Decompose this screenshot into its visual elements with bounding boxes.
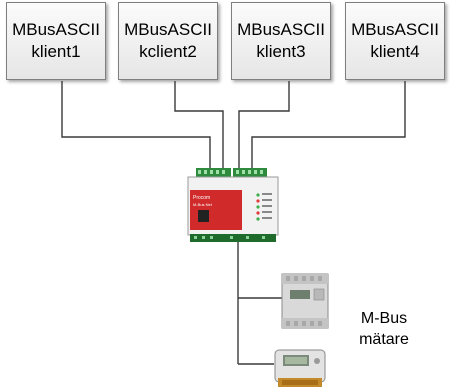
client-2-name: kclient2 [139, 42, 197, 61]
client-box-1: MBusASCII klient1 [6, 2, 106, 80]
meters-label: M-Bus mätare [344, 308, 424, 350]
meter-1 [281, 273, 329, 329]
meters-label-line1: M-Bus [360, 310, 408, 327]
client-4-name: klient4 [370, 42, 420, 61]
ethernet-port [198, 210, 209, 222]
client-box-3: MBusASCII klient3 [231, 2, 331, 80]
client-1-name: klient1 [31, 42, 81, 61]
terminal-strip-left [196, 168, 231, 177]
meter-1-display [290, 290, 310, 299]
client-4-title: MBusASCII [351, 20, 439, 39]
client-3-title: MBusASCII [237, 20, 325, 39]
device-brand: Procom [193, 195, 210, 201]
client-box-2: MBusASCII kclient2 [118, 2, 218, 80]
terminal-screws-top [198, 170, 263, 174]
wire-client-4 [251, 81, 406, 170]
wire-client-2 [174, 81, 224, 170]
meters-label-line2: mätare [359, 331, 409, 348]
terminal-screws-bottom [194, 236, 265, 239]
client-box-4: MBusASCII klient4 [345, 2, 445, 80]
meter-2 [274, 349, 326, 387]
wire-client-1 [61, 81, 211, 170]
wire-client-3 [238, 81, 290, 170]
client-1-title: MBusASCII [12, 20, 100, 39]
client-2-title: MBusASCII [124, 20, 212, 39]
client-3-name: klient3 [256, 42, 306, 61]
status-leds [256, 193, 272, 221]
device-brand-sub: M-Bus Net [193, 202, 213, 207]
mbus-gateway-device: Procom M-Bus Net [187, 168, 279, 242]
wires [61, 81, 406, 365]
